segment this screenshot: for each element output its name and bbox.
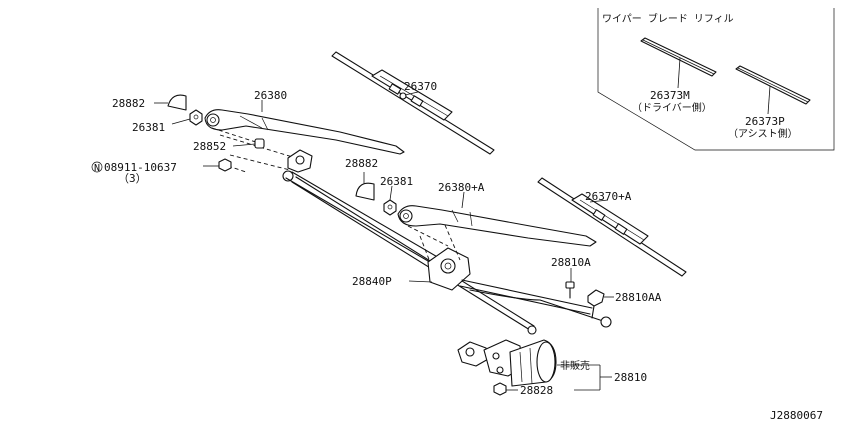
nut-left-leader <box>171 118 191 125</box>
wiper-arm-right[interactable] <box>397 205 597 247</box>
callout-motor-bolt-a: 28810A <box>551 256 591 269</box>
refill-driver-strip[interactable] <box>640 37 717 77</box>
wiper-motor[interactable] <box>457 339 557 387</box>
diagram-id: J2880067 <box>770 409 823 422</box>
callout-arm-right: 26380+A <box>438 181 485 194</box>
callout-motor: 28810 <box>614 371 647 384</box>
callout-bushing: 28852 <box>193 140 226 153</box>
refill-assist-leader <box>767 85 771 115</box>
arm-nut-left[interactable] <box>189 109 203 126</box>
assembly-line-3 <box>229 154 291 171</box>
arm-right-leader <box>461 191 465 209</box>
callout-motor-screw: 28828 <box>520 384 553 397</box>
callout-cap-left: 28882 <box>112 97 145 110</box>
blade-right-leader <box>589 199 609 203</box>
refill-inset-title: ワイパー ブレード リフィル <box>602 12 734 25</box>
callout-blade-left: 26370 <box>404 80 437 93</box>
refill-driver-side: （ドライバー側） <box>632 101 712 114</box>
assembly-line-2 <box>219 134 297 159</box>
blade-left-leader <box>404 91 419 96</box>
motor-mount-bracket[interactable] <box>587 289 605 319</box>
wiper-blade-right[interactable] <box>537 177 687 277</box>
motor-screw[interactable] <box>493 382 507 396</box>
refill-assist-side: （アシスト側） <box>728 127 798 140</box>
refill-assist-part: 26373P <box>745 115 785 128</box>
wiper-arm-left[interactable] <box>204 109 405 155</box>
pivot-bushing[interactable] <box>254 138 265 149</box>
refill-inset: ワイパー ブレード リフィル 26373M （ドライバー側） 26373P （ア… <box>597 8 835 151</box>
bolt-symbol: N <box>94 163 100 174</box>
assembly-line-5 <box>407 225 449 247</box>
arm-cap-right[interactable] <box>355 182 375 201</box>
callout-linkage: 28840P <box>352 275 392 288</box>
bushing-leader <box>232 143 256 147</box>
assembly-line-6 <box>419 235 431 263</box>
callout-motor-mount: 28810AA <box>615 291 662 304</box>
callout-motor-note: 非販売 <box>560 359 590 372</box>
assembly-line-1 <box>211 127 263 145</box>
refill-inset-frame <box>597 8 835 151</box>
callout-bolt-qty: （3） <box>118 172 147 185</box>
nut-right-leader <box>389 185 393 201</box>
bolt-symbol-circle <box>91 161 103 173</box>
refill-driver-part: 26373M <box>650 89 690 102</box>
refill-assist-strip[interactable] <box>735 65 811 105</box>
wiper-blade-left[interactable] <box>331 51 495 155</box>
callout-blade-right: 26370+A <box>585 190 632 203</box>
motor-bolt-a[interactable] <box>565 281 575 299</box>
callout-cap-right: 28882 <box>345 157 378 170</box>
callout-bolt: 08911-10637 <box>104 161 177 174</box>
wiper-linkage[interactable] <box>282 149 612 335</box>
callout-arm-left: 26380 <box>254 89 287 102</box>
linkage-leader <box>408 280 433 283</box>
arm-nut-right[interactable] <box>383 199 397 216</box>
assembly-line-7 <box>444 224 461 261</box>
flange-bolt[interactable] <box>218 158 232 172</box>
callout-nut-left: 26381 <box>132 121 165 134</box>
callout-nut-right: 26381 <box>380 175 413 188</box>
refill-driver-leader <box>677 57 681 89</box>
arm-cap-left[interactable] <box>167 94 187 111</box>
